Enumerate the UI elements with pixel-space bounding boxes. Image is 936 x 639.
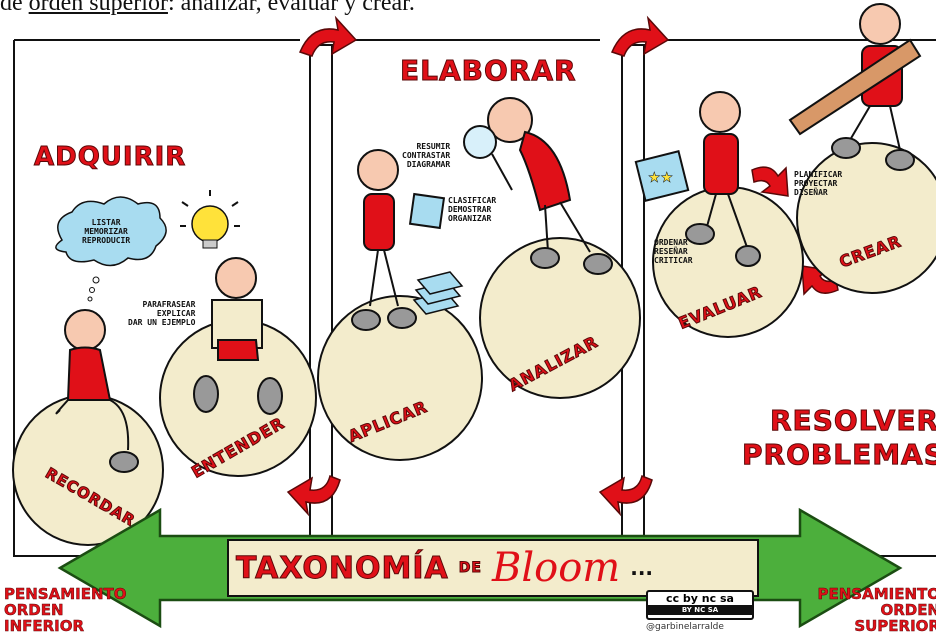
banner-box [227,539,759,597]
arrow-top-left-icon [298,15,358,57]
footer-left: PENSAMIENTO ORDEN INFERIOR [4,585,127,635]
verbs-entender: PARAFRASEAR EXPLICAR DAR UN EJEMPLO [128,300,196,327]
cc-label: cc by nc sa [666,592,734,605]
arrow-evaluar-crear-icon [751,166,789,197]
figure-evaluar: ★★ [634,91,761,267]
cloud-icon [55,196,167,267]
circle-aplicar [317,295,483,461]
thought-dot-icon [87,296,93,302]
author-credit: @garbinelarralde [646,622,724,632]
footer-right: PENSAMIENTO ORDEN SUPERIOR [817,585,936,635]
verbs-recordar: LISTAR MEMORIZAR REPRODUCIR [82,218,131,245]
section-title-elaborar: ELABORAR [400,54,577,88]
lightbulb-icon [180,190,240,249]
arrow-bottom-right-icon [598,474,653,517]
section-title-adquirir: ADQUIRIR [33,142,187,173]
header-text: de orden superior: analizar, evaluar y c… [0,0,415,17]
section-title-resolver: RESOLVER PROBLEMAS [742,404,936,472]
svg-text:★★: ★★ [648,170,673,186]
resolver-line-1: RESOLVER [770,404,936,438]
cc-license-icon: cc by nc sa BY NC SA [646,590,754,620]
header-prefix: de [0,0,29,16]
figure-crear [788,3,922,171]
banner-taxonomia: TAXONOMÍA [236,550,449,586]
header-underlined: orden superior [28,0,168,16]
banner-bloom: Bloom [491,545,621,591]
thought-dot-icon [89,287,95,293]
resolver-line-2: PROBLEMAS [742,438,936,472]
figures: ★★ [55,3,922,473]
arrow-top-right-icon [610,15,670,57]
figure-entender [193,257,283,415]
circle-analizar [479,237,641,399]
verbs-aplicar: CLASIFICAR DEMOSTRAR ORGANIZAR [448,196,497,223]
banner-dots: ... [630,556,654,580]
circle-crear [796,142,936,294]
verbs-crear: PLANIFICAR PROYECTAR DISEÑAR [794,170,843,197]
arrow-bottom-left-icon [286,474,341,517]
level-circles [12,142,936,546]
cc-badges: BY NC SA [648,605,752,615]
curved-arrows [286,15,839,517]
thought-dot-icon [92,276,100,284]
figure-analizar [463,97,613,275]
banner-title: TAXONOMÍA DE Bloom ... [236,545,654,591]
figure-recordar [55,309,139,473]
figure-aplicar [351,149,446,331]
paper-stack-icon [412,271,464,315]
verbs-analizar: RESUMIR CONTRASTAR DIAGRAMAR [402,142,451,169]
verbs-evaluar: ORDENAR RESEÑAR CRITICAR [654,238,693,265]
banner-de: DE [458,560,482,577]
header-suffix: : analizar, evaluar y crear. [167,0,415,16]
